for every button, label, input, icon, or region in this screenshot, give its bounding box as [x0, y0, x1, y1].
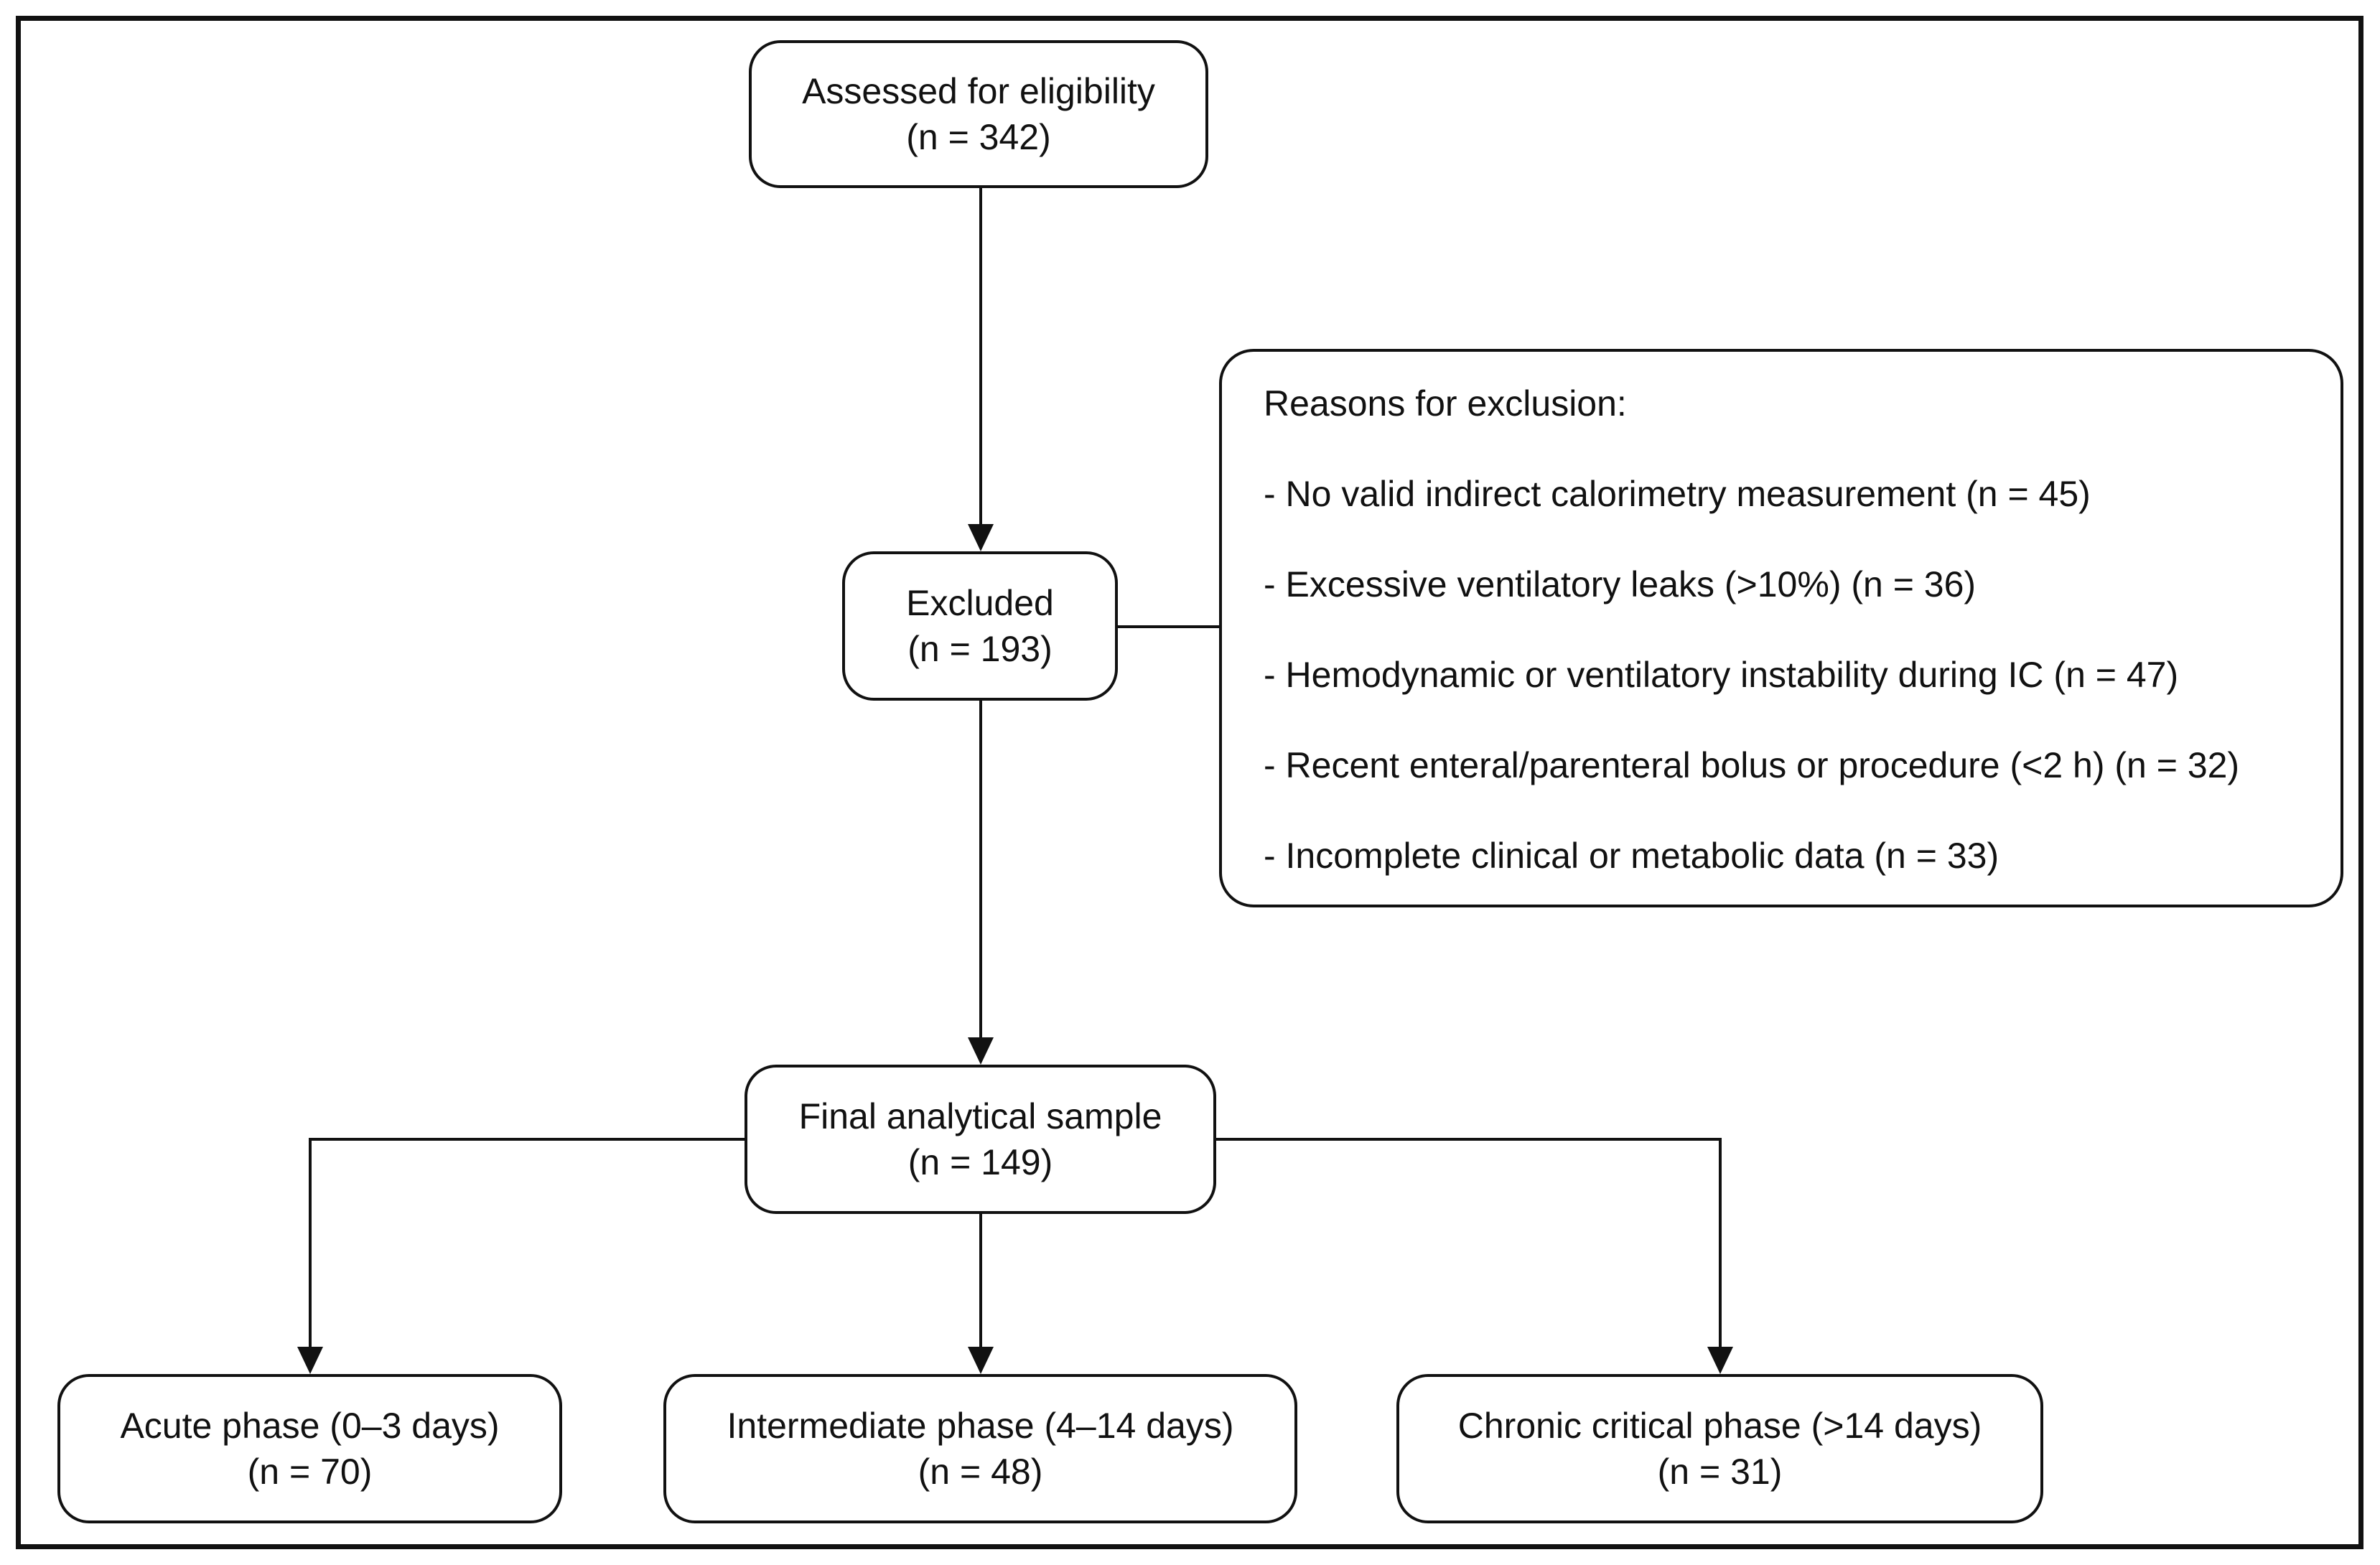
excluded-label: Excluded — [906, 583, 1054, 623]
final-sample-label: Final analytical sample — [798, 1096, 1162, 1136]
arrowhead-excluded — [968, 524, 994, 551]
intermediate-phase-count: (n = 48) — [918, 1452, 1043, 1492]
arrowhead-intermediate — [968, 1347, 994, 1374]
figure-frame — [16, 16, 2363, 1549]
assessed-box: Assessed for eligibility (n = 342) — [749, 40, 1208, 188]
arrowhead-chronic — [1707, 1347, 1733, 1374]
exclusion-reason-item: - No valid indirect calorimetry measurem… — [1264, 474, 2091, 514]
intermediate-phase-label: Intermediate phase (4–14 days) — [727, 1406, 1234, 1446]
exclusion-reasons-box: Reasons for exclusion: - No valid indire… — [1219, 349, 2343, 907]
exclusion-reason-item: - Excessive ventilatory leaks (>10%) (n … — [1264, 564, 1977, 604]
exclusion-reason-item: - Incomplete clinical or metabolic data … — [1264, 836, 1999, 876]
assessed-count: (n = 342) — [906, 117, 1051, 157]
chronic-phase-label: Chronic critical phase (>14 days) — [1457, 1406, 1982, 1446]
chronic-phase-box: Chronic critical phase (>14 days) (n = 3… — [1396, 1374, 2043, 1523]
exclusion-reasons-title: Reasons for exclusion: — [1264, 383, 1627, 424]
acute-phase-label: Acute phase (0–3 days) — [120, 1406, 500, 1446]
excluded-count: (n = 193) — [907, 629, 1053, 669]
exclusion-reason-item: - Recent enteral/parenteral bolus or pro… — [1264, 745, 2240, 785]
final-sample-count: (n = 149) — [907, 1142, 1053, 1182]
intermediate-phase-box: Intermediate phase (4–14 days) (n = 48) — [663, 1374, 1297, 1523]
exclusion-reason-item: - Hemodynamic or ventilatory instability… — [1264, 655, 2179, 695]
arrow-final-to-acute — [309, 1138, 745, 1347]
exclusion-reasons-list: - No valid indirect calorimetry measurem… — [1264, 471, 2239, 923]
arrow-final-to-chronic — [1216, 1138, 1722, 1347]
acute-phase-box: Acute phase (0–3 days) (n = 70) — [57, 1374, 562, 1523]
chronic-phase-count: (n = 31) — [1657, 1452, 1783, 1492]
assessed-label: Assessed for eligibility — [802, 71, 1155, 111]
arrowhead-final — [968, 1037, 994, 1065]
arrowhead-acute — [297, 1347, 323, 1374]
excluded-box: Excluded (n = 193) — [842, 551, 1118, 701]
final-sample-box: Final analytical sample (n = 149) — [745, 1065, 1216, 1214]
acute-phase-count: (n = 70) — [247, 1452, 373, 1492]
